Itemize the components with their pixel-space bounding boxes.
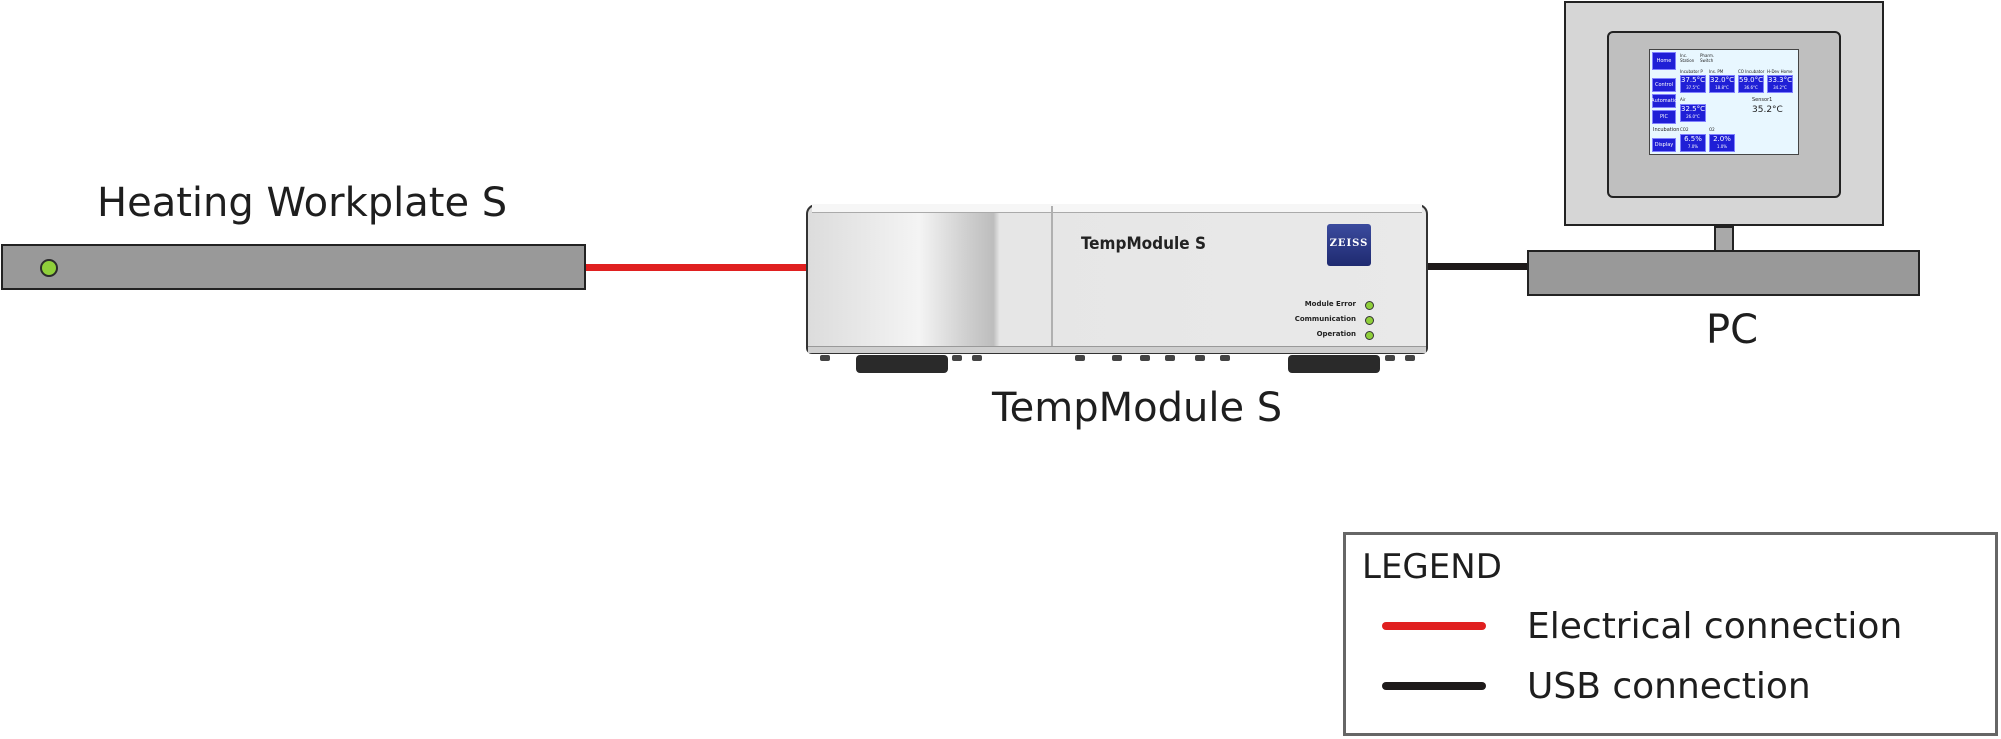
status-led-icon xyxy=(1365,331,1374,340)
screen-air-label: Air xyxy=(1680,97,1686,102)
heating-workplate-label: Heating Workplate S xyxy=(97,180,508,226)
tempmodule-panel-divider xyxy=(1051,206,1053,352)
screen-col-header: Ins. PM xyxy=(1709,69,1724,74)
module-foot-left xyxy=(856,355,948,373)
screen-tab-station[interactable]: Inc. Station xyxy=(1680,53,1695,63)
screen-col-header: CO Incubator xyxy=(1738,69,1765,74)
module-peg xyxy=(1112,355,1122,361)
legend-title: LEGEND xyxy=(1362,547,1502,587)
tempmodule-front-title: TempModule S xyxy=(1081,234,1206,254)
pc-base-unit xyxy=(1527,250,1920,296)
screen-co2-tile[interactable]: 6.5%7.0% xyxy=(1680,134,1706,152)
module-peg xyxy=(1405,355,1415,361)
module-peg xyxy=(1220,355,1230,361)
status-operation: Operation xyxy=(1254,330,1374,342)
screen-nav-display[interactable]: Display xyxy=(1652,138,1676,152)
screen-nav-home[interactable]: Home xyxy=(1652,52,1676,70)
legend-box xyxy=(1343,532,1998,736)
status-module-error: Module Error xyxy=(1254,300,1374,312)
status-led-icon xyxy=(1365,316,1374,325)
screen-col-header: Incubator P xyxy=(1680,69,1703,74)
legend-label-usb: USB connection xyxy=(1527,666,1811,707)
usb-connection-cable xyxy=(1428,263,1528,270)
screen-nav-control[interactable]: Control xyxy=(1652,78,1676,92)
screen-tab-switch[interactable]: Pharm. Switch xyxy=(1700,53,1715,63)
electrical-connection-cable xyxy=(586,264,808,271)
tempmodule-bottom-edge xyxy=(808,346,1426,353)
pc-monitor-stand xyxy=(1714,226,1734,252)
legend-swatch-electrical xyxy=(1382,622,1486,630)
module-peg xyxy=(1165,355,1175,361)
module-peg xyxy=(1140,355,1150,361)
module-peg xyxy=(820,355,830,361)
tempmodule-label: TempModule S xyxy=(992,385,1283,431)
module-peg xyxy=(1075,355,1085,361)
screen-nav-pic[interactable]: PIC xyxy=(1652,110,1676,124)
screen-col-header: H-Dev Home xyxy=(1767,69,1793,74)
pc-label: PC xyxy=(1706,307,1759,353)
zeiss-logo: ZEISS xyxy=(1327,224,1371,266)
workplate-status-led xyxy=(40,259,58,277)
status-label: Operation xyxy=(1316,330,1356,338)
screen-sensor-value: 35.2°C xyxy=(1752,105,1783,115)
heating-workplate xyxy=(1,244,586,290)
tempmodule-top-edge xyxy=(812,204,1422,213)
module-peg xyxy=(972,355,982,361)
legend-label-electrical: Electrical connection xyxy=(1527,606,1903,647)
status-communication: Communication xyxy=(1254,315,1374,327)
legend-swatch-usb xyxy=(1382,682,1486,690)
screen-co2-label: CO2 xyxy=(1680,127,1689,132)
module-peg xyxy=(952,355,962,361)
status-label: Communication xyxy=(1294,315,1356,323)
module-peg xyxy=(1195,355,1205,361)
module-foot-right xyxy=(1288,355,1380,373)
status-led-icon xyxy=(1365,301,1374,310)
screen-o2-label: O2 xyxy=(1709,127,1715,132)
status-label: Module Error xyxy=(1304,300,1356,308)
screen-o2-tile[interactable]: 2.0%1.0% xyxy=(1709,134,1735,152)
screen-nav-automatic[interactable]: Automatic xyxy=(1651,94,1677,108)
screen-sensor-label: Sensor1 xyxy=(1752,97,1773,103)
screen-nav-incubation[interactable]: Incubation xyxy=(1653,127,1680,133)
module-peg xyxy=(1385,355,1395,361)
